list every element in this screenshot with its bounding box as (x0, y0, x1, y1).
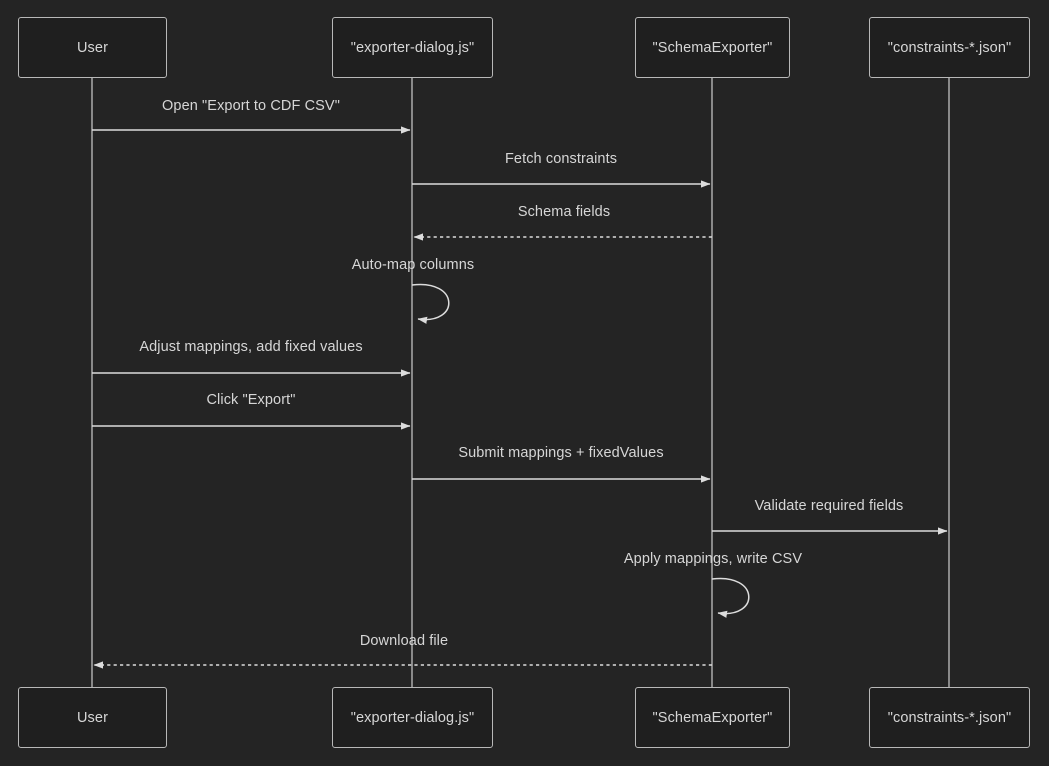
actor-label: User (76, 39, 108, 56)
actor-box-exporter-top[interactable]: "SchemaExporter" (635, 17, 790, 78)
actor-box-constraints-bottom[interactable]: "constraints-*.json" (869, 687, 1030, 748)
message-label-8: Validate required fields (754, 498, 904, 514)
actor-box-dialog-bottom[interactable]: "exporter-dialog.js" (332, 687, 493, 748)
self-message-9 (711, 577, 750, 618)
actor-box-constraints-top[interactable]: "constraints-*.json" (869, 17, 1030, 78)
actor-label: "exporter-dialog.js" (350, 39, 475, 56)
messages-group (92, 126, 948, 669)
lifelines-group (91, 78, 950, 687)
self-message-4 (411, 283, 450, 324)
actor-box-dialog-top[interactable]: "exporter-dialog.js" (332, 17, 493, 78)
actor-box-user-bottom[interactable]: User (18, 687, 167, 748)
message-label-2: Fetch constraints (504, 151, 618, 167)
message-label-3: Schema fields (517, 204, 611, 220)
message-label-5: Adjust mappings, add fixed values (139, 339, 363, 355)
message-label-6: Click "Export" (206, 392, 296, 408)
message-label-7: Submit mappings + fixedValues (458, 445, 664, 461)
actor-label: User (76, 709, 108, 726)
actor-label: "SchemaExporter" (652, 709, 773, 726)
actor-box-user-top[interactable]: User (18, 17, 167, 78)
actor-label: "constraints-*.json" (887, 709, 1012, 726)
actor-label: "SchemaExporter" (652, 39, 773, 56)
message-label-9: Apply mappings, write CSV (623, 551, 803, 567)
message-label-10: Download file (359, 633, 449, 649)
message-label-1: Open "Export to CDF CSV" (162, 98, 340, 114)
message-label-4: Auto-map columns (351, 257, 475, 273)
actor-box-exporter-bottom[interactable]: "SchemaExporter" (635, 687, 790, 748)
actor-label: "exporter-dialog.js" (350, 709, 475, 726)
actor-label: "constraints-*.json" (887, 39, 1012, 56)
